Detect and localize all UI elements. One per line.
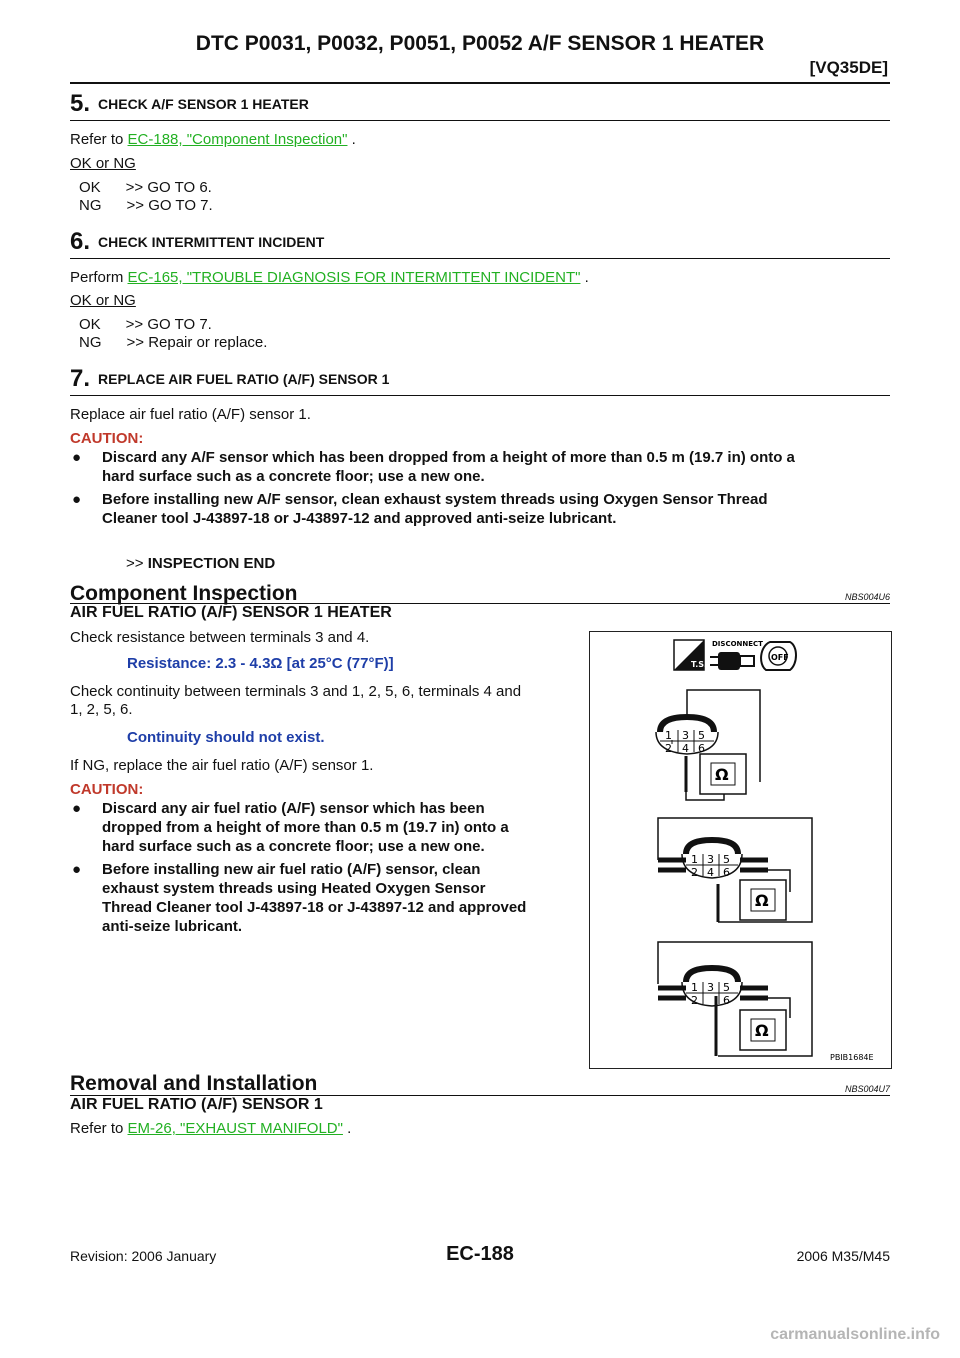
step5-heading: 5. CHECK A/F SENSOR 1 HEATER bbox=[70, 90, 309, 118]
step7-text: Replace air fuel ratio (A/F) sensor 1. bbox=[70, 406, 311, 423]
component-bullet-1: ● Discard any air fuel ratio (A/F) senso… bbox=[72, 800, 509, 855]
ignition-off-icon: OFF bbox=[760, 641, 797, 671]
if-ng-text: If NG, replace the air fuel ratio (A/F) … bbox=[70, 757, 374, 774]
step7-bullet-1: ● Discard any A/F sensor which has been … bbox=[72, 449, 795, 485]
check-continuity-line2: 1, 2, 5, 6. bbox=[70, 701, 133, 718]
footer-model: 2006 M35/M45 bbox=[796, 1248, 890, 1264]
intermittent-incident-link[interactable]: EC-165, "TROUBLE DIAGNOSIS FOR INTERMITT… bbox=[127, 269, 581, 286]
removal-rule bbox=[70, 1095, 890, 1096]
svg-text:2: 2 bbox=[691, 866, 698, 879]
check-resistance: Check resistance between terminals 3 and… bbox=[70, 629, 370, 646]
removal-title: Removal and Installation bbox=[70, 1072, 318, 1095]
step6-perform: Perform EC-165, "TROUBLE DIAGNOSIS FOR I… bbox=[70, 269, 589, 286]
step5-question: OK or NG bbox=[70, 155, 136, 172]
step6-number: 6. bbox=[70, 228, 91, 255]
svg-text:DISCONNECT: DISCONNECT bbox=[712, 640, 763, 648]
svg-text:OFF: OFF bbox=[771, 653, 789, 662]
diagram-sensor-direct: 1 3 5 2 4 6 Ω bbox=[655, 689, 761, 801]
step6-heading: 6. CHECK INTERMITTENT INCIDENT bbox=[70, 228, 324, 256]
svg-text:3: 3 bbox=[707, 981, 714, 994]
svg-text:3: 3 bbox=[682, 729, 689, 742]
svg-text:5: 5 bbox=[698, 729, 705, 742]
step6-rule bbox=[70, 258, 890, 259]
step6-ng: NG >> Repair or replace. bbox=[79, 334, 268, 351]
sensor-heater-figure: T.S. DISCONNECT OFF 1 3 5 2 4 6 bbox=[589, 631, 892, 1069]
svg-text:1: 1 bbox=[691, 853, 698, 866]
svg-text:6: 6 bbox=[698, 742, 705, 755]
disconnect-icon: DISCONNECT bbox=[710, 640, 763, 670]
watermark: carmanualsonline.info bbox=[770, 1326, 940, 1343]
step7-number: 7. bbox=[70, 365, 91, 392]
removal-code: NBS004U7 bbox=[844, 1084, 890, 1094]
diagram-harness-b: 1 3 5 2 6 Ω bbox=[657, 941, 813, 1057]
step7-heading: 7. REPLACE AIR FUEL RATIO (A/F) SENSOR 1 bbox=[70, 365, 389, 393]
step6-ok: OK >> GO TO 7. bbox=[79, 316, 212, 333]
step6-question: OK or NG bbox=[70, 292, 136, 309]
svg-text:Ω: Ω bbox=[715, 765, 729, 784]
header-rule bbox=[70, 82, 890, 84]
svg-text:3: 3 bbox=[707, 853, 714, 866]
component-inspection-title: Component Inspection bbox=[70, 582, 298, 605]
svg-text:6: 6 bbox=[723, 866, 730, 879]
step5-number: 5. bbox=[70, 90, 91, 117]
svg-text:2: 2 bbox=[691, 994, 698, 1007]
step5-ng: NG >> GO TO 7. bbox=[79, 197, 213, 214]
exhaust-manifold-link[interactable]: EM-26, "EXHAUST MANIFOLD" bbox=[127, 1120, 343, 1137]
svg-text:2: 2 bbox=[665, 742, 672, 755]
svg-text:4: 4 bbox=[707, 866, 714, 879]
step7-rule bbox=[70, 395, 890, 396]
bullet-icon: ● bbox=[72, 861, 82, 878]
step6-title: CHECK INTERMITTENT INCIDENT bbox=[98, 234, 325, 250]
svg-text:Ω: Ω bbox=[755, 1021, 769, 1040]
step5-ok: OK >> GO TO 6. bbox=[79, 179, 212, 196]
svg-text:T.S.: T.S. bbox=[691, 660, 707, 669]
svg-text:5: 5 bbox=[723, 981, 730, 994]
svg-text:1: 1 bbox=[691, 981, 698, 994]
step5-rule bbox=[70, 120, 890, 121]
check-continuity-line1: Check continuity between terminals 3 and… bbox=[70, 683, 522, 700]
bullet-icon: ● bbox=[72, 800, 82, 817]
resistance-spec: Resistance: 2.3 - 4.3Ω [at 25°C (77°F)] bbox=[127, 655, 394, 672]
step5-title: CHECK A/F SENSOR 1 HEATER bbox=[98, 96, 309, 112]
component-rule bbox=[70, 603, 890, 604]
component-inspection-code: NBS004U6 bbox=[844, 592, 890, 602]
svg-text:4: 4 bbox=[682, 742, 689, 755]
continuity-spec: Continuity should not exist. bbox=[127, 729, 325, 746]
diagram-harness-a: 1 3 5 2 4 6 Ω bbox=[657, 817, 813, 923]
component-inspection-link[interactable]: EC-188, "Component Inspection" bbox=[127, 131, 348, 148]
footer-revision: Revision: 2006 January bbox=[70, 1248, 217, 1264]
page-title: DTC P0031, P0032, P0051, P0052 A/F SENSO… bbox=[195, 32, 765, 55]
inspection-end: >> INSPECTION END bbox=[126, 555, 276, 572]
svg-text:Ω: Ω bbox=[755, 891, 769, 910]
component-subtitle: AIR FUEL RATIO (A/F) SENSOR 1 HEATER bbox=[70, 604, 392, 621]
svg-text:6: 6 bbox=[723, 994, 730, 1007]
bullet-icon: ● bbox=[72, 491, 82, 508]
svg-text:5: 5 bbox=[723, 853, 730, 866]
svg-text:1: 1 bbox=[665, 729, 672, 742]
component-bullet-2: ● Before installing new air fuel ratio (… bbox=[72, 861, 527, 935]
step7-title: REPLACE AIR FUEL RATIO (A/F) SENSOR 1 bbox=[98, 371, 390, 387]
step7-bullet-2: ● Before installing new A/F sensor, clea… bbox=[72, 491, 768, 527]
ts-icon: T.S. bbox=[673, 639, 707, 671]
component-caution: CAUTION: bbox=[70, 781, 144, 798]
step5-refer: Refer to EC-188, "Component Inspection" … bbox=[70, 131, 356, 148]
figure-code: PBIB1684E bbox=[830, 1053, 874, 1062]
step7-caution: CAUTION: bbox=[70, 430, 144, 447]
bullet-icon: ● bbox=[72, 449, 82, 466]
page-number: EC-188 bbox=[446, 1243, 514, 1265]
removal-refer: Refer to EM-26, "EXHAUST MANIFOLD" . bbox=[70, 1120, 352, 1137]
removal-subtitle: AIR FUEL RATIO (A/F) SENSOR 1 bbox=[70, 1096, 323, 1113]
engine-code: [VQ35DE] bbox=[809, 58, 888, 77]
